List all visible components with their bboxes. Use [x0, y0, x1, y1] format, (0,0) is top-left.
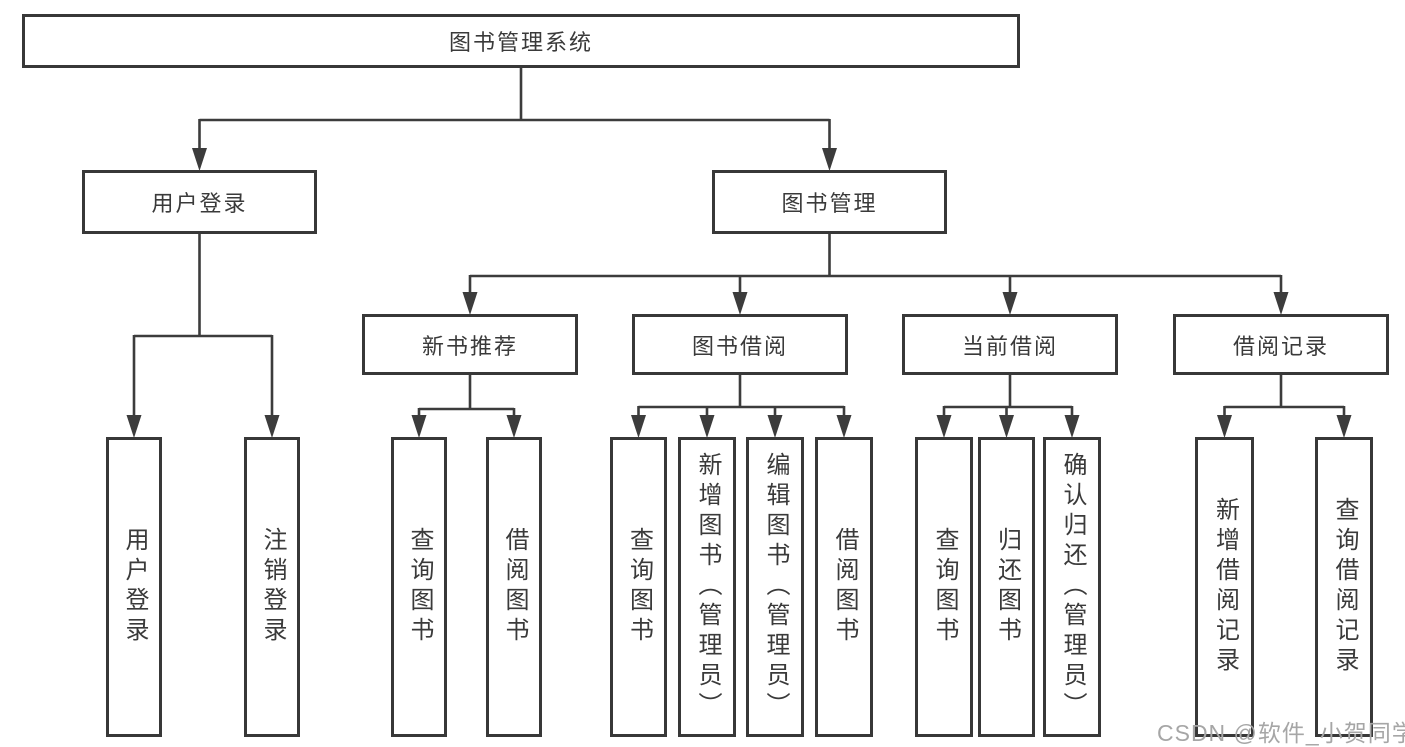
node-borrowing-records: 借阅记录 [1173, 314, 1389, 375]
node-leaf-br-query: 查询借阅记录 [1315, 437, 1373, 737]
node-leaf-cb-confirm: 确认归还（管理员） [1043, 437, 1101, 737]
node-current-borrowing: 当前借阅 [902, 314, 1118, 375]
node-label: 新书推荐 [421, 333, 518, 359]
node-label: 借阅记录 [1232, 333, 1329, 359]
arrowhead-icon [1064, 415, 1080, 438]
node-label: 用户登录 [121, 527, 148, 647]
node-label: 查询借阅记录 [1331, 497, 1358, 677]
arrowhead-icon [411, 415, 427, 438]
arrowhead-icon [836, 415, 852, 438]
node-leaf-bb-edit: 编辑图书（管理员） [746, 437, 804, 737]
node-leaf-br-add: 新增借阅记录 [1195, 437, 1254, 737]
arrowhead-icon [999, 415, 1014, 438]
node-label: 查询图书 [625, 527, 653, 647]
arrowhead-icon [732, 292, 748, 315]
node-book-management: 图书管理 [712, 170, 947, 234]
arrowhead-icon [631, 415, 646, 438]
node-label: 编辑图书（管理员） [762, 452, 789, 722]
node-leaf-user-login: 用户登录 [106, 437, 162, 737]
node-label: 用户登录 [151, 191, 248, 216]
arrowhead-icon [1273, 292, 1289, 315]
node-leaf-nbr-borrow: 借阅图书 [486, 437, 542, 737]
node-leaf-cb-return: 归还图书 [978, 437, 1035, 737]
node-label: 当前借阅 [961, 333, 1058, 359]
node-leaf-logout: 注销登录 [244, 437, 300, 737]
arrowhead-icon [192, 148, 207, 171]
arrowhead-icon [506, 415, 522, 438]
node-label: 确认归还（管理员） [1059, 452, 1086, 722]
node-label: 查询图书 [931, 527, 958, 647]
arrowhead-icon [822, 148, 837, 171]
node-label: 图书管理系统 [448, 30, 593, 55]
node-leaf-bb-query: 查询图书 [610, 437, 667, 737]
node-root: 图书管理系统 [22, 14, 1020, 68]
arrowhead-icon [1336, 415, 1352, 438]
node-label: 借阅图书 [501, 527, 528, 647]
node-label: 新增图书（管理员） [694, 452, 721, 722]
node-label: 归还图书 [993, 527, 1021, 647]
arrowhead-icon [936, 415, 952, 438]
node-book-borrowing: 图书借阅 [632, 314, 848, 375]
node-label: 借阅图书 [831, 527, 858, 647]
arrowhead-icon [699, 415, 715, 438]
node-leaf-bb-borrow: 借阅图书 [815, 437, 873, 737]
arrowhead-icon [126, 415, 142, 438]
node-leaf-nbr-query: 查询图书 [391, 437, 447, 737]
arrowhead-icon [1217, 415, 1232, 438]
node-label: 图书借阅 [691, 333, 788, 359]
arrowhead-icon [264, 415, 280, 438]
node-user-login: 用户登录 [82, 170, 317, 234]
node-label: 新增借阅记录 [1211, 497, 1239, 677]
arrowhead-icon [767, 415, 783, 438]
node-leaf-cb-query: 查询图书 [915, 437, 973, 737]
node-leaf-bb-add: 新增图书（管理员） [678, 437, 736, 737]
arrowhead-icon [462, 292, 478, 315]
arrowhead-icon [1002, 292, 1018, 315]
node-label: 查询图书 [406, 527, 433, 647]
node-label: 注销登录 [259, 527, 286, 647]
watermark: CSDN @软件_小贺同学 [1157, 720, 1405, 746]
node-label: 图书管理 [781, 191, 878, 216]
node-new-book-recommend: 新书推荐 [362, 314, 578, 375]
